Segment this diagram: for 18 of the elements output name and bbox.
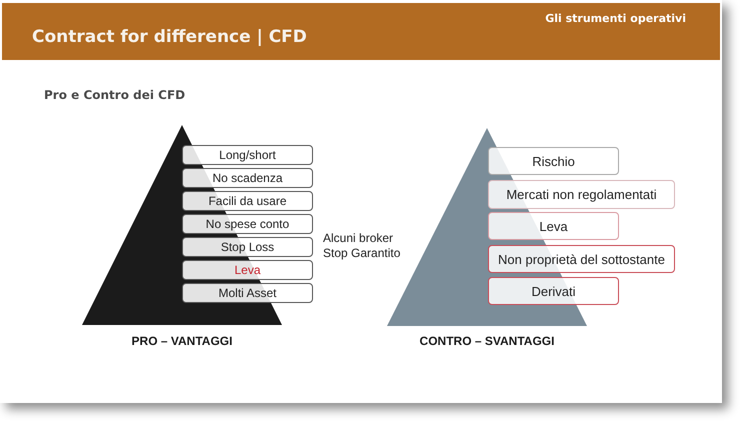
list-item: Mercati non regolamentati (488, 180, 675, 209)
list-item: Long/short (182, 145, 313, 165)
section-label: Gli strumenti operativi (545, 12, 686, 26)
pyramid-caption: PRO – VANTAGGI (132, 334, 232, 349)
subtitle: Pro e Contro dei CFD (44, 88, 186, 103)
pyramid-caption: CONTRO – SVANTAGGI (420, 334, 554, 349)
list-item: Facili da usare (182, 191, 313, 211)
slide-title: Contract for difference | CFD (32, 27, 307, 47)
list-item: Molti Asset (182, 283, 313, 303)
list-item: Leva (182, 260, 313, 280)
list-item: Stop Loss (182, 237, 313, 257)
list-item: No spese conto (182, 214, 313, 234)
list-item: Leva (488, 212, 619, 240)
list-item: Rischio (488, 147, 619, 175)
list-item: Non proprietà del sottostante (488, 245, 675, 273)
list-item: Derivati (488, 277, 619, 305)
list-item: No scadenza (182, 168, 313, 188)
side-note: Alcuni broker Stop Garantito (323, 231, 402, 261)
